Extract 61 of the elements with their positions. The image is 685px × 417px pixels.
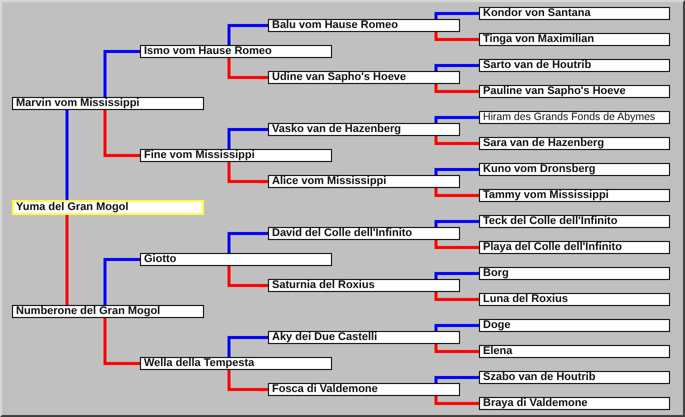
pedigree-connector: [434, 136, 479, 145]
pedigree-connector: [228, 58, 268, 79]
pedigree-connector: [228, 232, 268, 253]
pedigree-connector: [434, 188, 479, 197]
pedigree-connector: [434, 220, 479, 227]
name-box: Alice vom Mississippi: [268, 175, 460, 188]
name-box: Pauline van Sapho's Hoeve: [479, 85, 670, 98]
name-box: Aky dei Due Castelli: [268, 331, 460, 344]
name-box: Tinga von Maximilian: [479, 33, 670, 46]
name-box: Szabo van de Houtrib: [479, 371, 670, 384]
pedigree-connector: [228, 128, 268, 149]
name-box: Vasko van de Hazenberg: [268, 123, 460, 136]
pedigree-connector: [228, 370, 268, 391]
pedigree-connector: [228, 24, 268, 45]
name-box: Kuno vom Dronsberg: [479, 163, 670, 176]
highlighted-name-box: Yuma del Gran Mogol: [12, 200, 204, 215]
pedigree-connector: [434, 272, 479, 279]
pedigree-connector: [104, 110, 140, 157]
name-box: Giotto: [140, 253, 332, 266]
pedigree-connector: [434, 344, 479, 353]
name-box: Marvin vom Mississippi: [12, 97, 204, 110]
pedigree-connector: [434, 396, 479, 405]
pedigree-connector: [434, 376, 479, 383]
pedigree-connector: [228, 162, 268, 183]
name-box: Balu vom Hause Romeo: [268, 19, 460, 32]
name-box: Wella della Tempesta: [140, 357, 332, 370]
name-box: Playa del Colle dell'Infinito: [479, 241, 670, 254]
name-box: David del Colle dell'Infinito: [268, 227, 460, 240]
name-box: Sara van de Hazenberg: [479, 137, 670, 150]
pedigree-connector: [434, 116, 479, 123]
name-box: Borg: [479, 267, 670, 280]
pedigree-connector: [434, 84, 479, 93]
name-box: Elena: [479, 345, 670, 358]
name-box: Kondor von Santana: [479, 7, 670, 20]
pedigree-connector: [104, 50, 140, 97]
pedigree-connector: [434, 64, 479, 71]
name-box: Doge: [479, 319, 670, 332]
pedigree-connector: [434, 240, 479, 249]
pedigree-connector: [104, 318, 140, 365]
name-box: Udine van Sapho's Hoeve: [268, 71, 460, 84]
name-box: Numberone del Gran Mogol: [12, 305, 204, 318]
pedigree-connector: [228, 336, 268, 357]
name-box: Teck del Colle dell'Infinito: [479, 215, 670, 228]
pedigree-connector: [434, 12, 479, 19]
pedigree-connector: [66, 215, 68, 305]
name-box: Braya di Valdemone: [479, 397, 670, 410]
pedigree-connector: [434, 32, 479, 41]
name-box: Fine vom Mississippi: [140, 149, 332, 162]
pedigree-connector: [66, 110, 68, 200]
pedigree-connector: [434, 292, 479, 301]
name-box: Hiram des Grands Fonds de Abymes: [479, 111, 670, 124]
name-box: Ismo vom Hause Romeo: [140, 45, 332, 58]
pedigree-connector: [434, 324, 479, 331]
name-box: Fosca di Valdemone: [268, 383, 460, 396]
pedigree-connector: [228, 266, 268, 287]
name-box: Sarto van de Houtrib: [479, 59, 670, 72]
pedigree-connector: [434, 168, 479, 175]
name-box: Tammy vom Mississippi: [479, 189, 670, 202]
name-box: Luna del Roxius: [479, 293, 670, 306]
pedigree-connector: [104, 258, 140, 305]
name-box: Saturnia del Roxius: [268, 279, 460, 292]
